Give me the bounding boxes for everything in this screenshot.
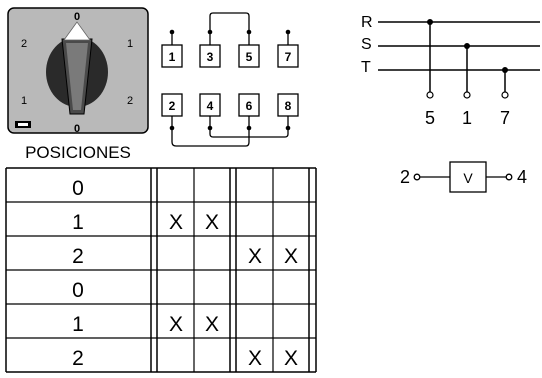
positions-label: POSICIONES: [25, 143, 131, 162]
table-contact-mark: X: [248, 245, 262, 268]
terminal-6: 6: [246, 99, 253, 113]
face-label-upper-right: 1: [127, 38, 133, 50]
terminal-1: 1: [169, 50, 176, 64]
voltmeter-terminal-right: 4: [517, 167, 527, 187]
terminal-7: 7: [285, 50, 292, 64]
voltmeter-label: V: [463, 170, 473, 186]
phase-lines: R S T 5 1 7: [361, 14, 540, 128]
terminal-diagram: [171, 12, 289, 147]
terminal-8: 8: [285, 99, 292, 113]
table-contact-mark: X: [284, 245, 298, 268]
tap-label-5: 5: [425, 108, 435, 128]
switch-knob[interactable]: [46, 21, 108, 115]
terminal-dots: [169, 29, 291, 131]
table-position-cell: 1: [72, 211, 84, 234]
terminal-boxes-top: 1 3 5 7: [161, 44, 299, 68]
face-label-upper-left: 2: [21, 38, 27, 50]
tap-label-7: 7: [500, 108, 510, 128]
table-position-cell: 1: [72, 313, 84, 336]
terminal-3: 3: [207, 50, 214, 64]
terminal-2: 2: [169, 99, 176, 113]
switch-face: 0 0 2 1 1 2: [7, 7, 149, 135]
table-contact-mark: X: [169, 211, 183, 234]
tap-label-1: 1: [462, 108, 472, 128]
phase-label-s: S: [361, 36, 372, 53]
table-contact-mark: X: [205, 211, 219, 234]
table-contact-mark: X: [284, 347, 298, 370]
table-position-cell: 2: [72, 245, 84, 268]
phase-label-t: T: [361, 59, 371, 76]
terminal-5: 5: [246, 50, 253, 64]
table-position-cell: 0: [72, 279, 84, 302]
terminal-4: 4: [207, 99, 214, 113]
bridge-4-8: [209, 128, 289, 138]
table-position-cell: 2: [72, 347, 84, 370]
bridge-2-6: [171, 128, 250, 147]
terminal-boxes-bottom: 2 4 6 8: [161, 93, 299, 117]
face-label-bottom: 0: [74, 123, 80, 135]
table-contact-mark: X: [205, 313, 219, 336]
mounting-screw-icon: [15, 121, 31, 128]
face-label-top: 0: [74, 11, 80, 23]
bridge-3-5: [209, 12, 250, 32]
table-position-cell: 0: [72, 177, 84, 200]
table-contact-mark: X: [169, 313, 183, 336]
phase-label-r: R: [361, 14, 373, 31]
face-label-lower-left: 1: [21, 95, 27, 107]
voltmeter-terminal-left: 2: [400, 167, 410, 187]
face-label-lower-right: 2: [127, 95, 133, 107]
table-contact-mark: X: [248, 347, 262, 370]
voltmeter-symbol: 2 4 V: [400, 161, 527, 193]
